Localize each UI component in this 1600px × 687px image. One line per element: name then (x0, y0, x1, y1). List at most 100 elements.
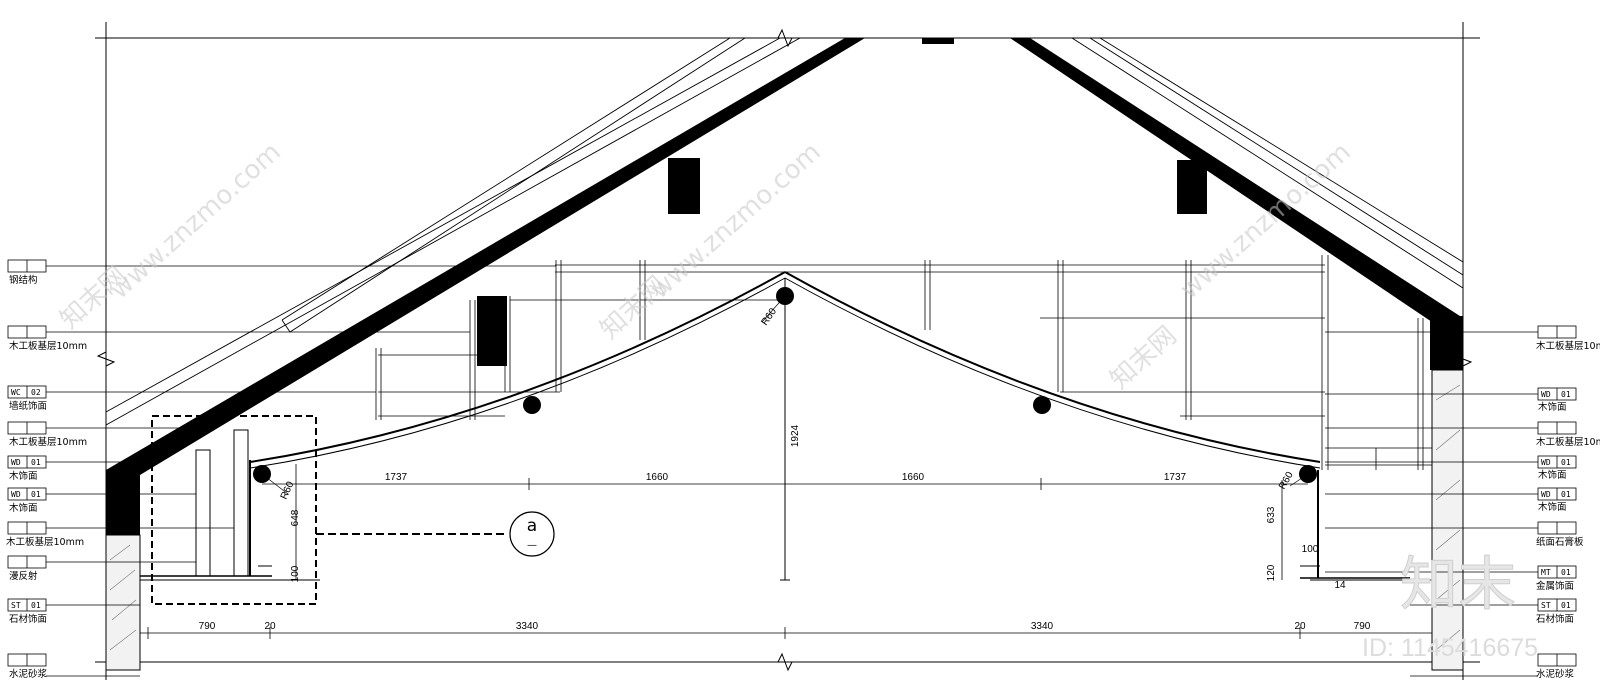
dim-upper-4: 1737 (1164, 472, 1187, 483)
dim-right-detail-2: 120 (1266, 564, 1277, 581)
right-callout-num: 01 (1561, 490, 1571, 499)
right-callout-label: 金属饰面 (1536, 580, 1574, 592)
right-callout-label: 木饰面 (1538, 401, 1567, 413)
right-callout-3: 木工板基层10mm (1536, 421, 1600, 448)
left-callout-code: WD (11, 490, 21, 499)
left-callout-label: 石材饰面 (9, 613, 47, 625)
right-callout-num: 01 (1561, 601, 1571, 610)
brand-logo: 知末 (1400, 550, 1516, 618)
left-callout-1: 钢结构 (7, 259, 47, 286)
right-callout-label: 水泥砂浆 (1536, 668, 1575, 680)
detail-marker-sub: — (527, 540, 537, 551)
dim-height-center: 1924 (790, 424, 801, 447)
steel-frame (375, 255, 1463, 470)
right-callout-label: 石材饰面 (1536, 613, 1574, 625)
dim-upper-2: 1660 (646, 472, 669, 483)
dim-upper-3: 1660 (902, 472, 925, 483)
dim-lower-1: 790 (199, 621, 216, 632)
left-callout-num: 01 (31, 458, 41, 467)
dim-upper-1: 1737 (385, 472, 408, 483)
detail-marker-letter: a (527, 516, 537, 536)
left-callout-label: 漫反射 (9, 570, 38, 582)
image-id: ID: 1145416675 (1362, 634, 1538, 662)
left-callout-label: 木饰面 (9, 470, 38, 482)
brand-area: 知末 ID: 1145416675 (1362, 550, 1538, 663)
right-callout-2: WD 01 木饰面 (1537, 387, 1577, 413)
side-walls (105, 369, 1464, 671)
dim-lower-4: 3340 (1031, 621, 1054, 632)
left-callout-code: ST (11, 601, 21, 610)
fixture-left (523, 396, 541, 414)
right-callout-num: 01 (1561, 568, 1571, 577)
right-callout-code: WD (1541, 458, 1551, 467)
right-callout-4: WD 01 木饰面 (1537, 455, 1577, 481)
right-callout-num: 01 (1561, 458, 1571, 467)
left-callout-label: 木工板基层10mm (9, 340, 87, 352)
left-callout-num: 01 (31, 601, 41, 610)
left-callout-7: 木工板基层10mm (6, 521, 84, 548)
frame (95, 22, 1480, 680)
left-callout-9: ST 01 石材饰面 (7, 598, 47, 625)
dim-lower-3: 3340 (516, 621, 539, 632)
right-callout-code: WD (1541, 490, 1551, 499)
dim-left-detail-2: 100 (290, 565, 301, 582)
right-callout-label: 纸面石膏板 (1536, 536, 1584, 548)
right-callout-1: 木工板基层10mm (1536, 325, 1600, 352)
right-callout-code: WD (1541, 390, 1551, 399)
left-callout-4: 木工板基层10mm (7, 421, 87, 448)
main-rafters (106, 38, 1463, 535)
left-callouts: 钢结构 木工板基层10mm WC 02 墙纸饰面 木工板基层10mm WD 01 木饰面… (6, 259, 87, 680)
left-callout-10: 水泥砂浆 (7, 653, 48, 680)
watermark-site: www.znzmo.com (105, 137, 287, 305)
dim-right-detail-1: 633 (1266, 506, 1277, 523)
watermark-brand: 知末网 (595, 271, 673, 345)
left-callout-label: 木工板基层10mm (9, 436, 87, 448)
left-callout-8: 漫反射 (7, 555, 47, 582)
dimension-lines (140, 478, 1432, 639)
watermark-brand: 知末网 (1105, 321, 1183, 395)
right-callout-code: MT (1541, 568, 1551, 577)
dim-lower-5: 20 (1294, 621, 1306, 632)
left-detail (140, 415, 508, 605)
fixture-right (1033, 396, 1051, 414)
radius-right: R60 (1277, 470, 1296, 492)
right-callout-label: 木工板基层10mm (1536, 436, 1600, 448)
right-callout-num: 01 (1561, 390, 1571, 399)
left-callout-5: WD 01 木饰面 (7, 455, 47, 482)
right-callout-7: MT 01 金属饰面 (1536, 565, 1577, 592)
left-callout-label: 墙纸饰面 (9, 400, 47, 412)
right-callout-code: ST (1541, 601, 1551, 610)
dim-right-detail-3: 100 (1302, 544, 1319, 555)
dim-right-detail-4: 14 (1334, 580, 1346, 591)
left-callout-code: WD (11, 458, 21, 467)
dim-lower-6: 790 (1354, 621, 1371, 632)
right-callout-8: ST 01 石材饰面 (1536, 598, 1577, 625)
right-detail (1281, 470, 1410, 580)
detail-marker[interactable]: a — (509, 511, 555, 557)
ceiling-arch (249, 271, 1321, 581)
right-callout-5: WD 01 木饰面 (1537, 487, 1577, 513)
right-callout-label: 木饰面 (1538, 501, 1567, 513)
left-callout-label: 水泥砂浆 (9, 668, 48, 680)
left-callout-num: 02 (31, 388, 41, 397)
right-callout-label: 木饰面 (1538, 469, 1567, 481)
radius-left: R60 (279, 480, 297, 502)
right-callout-label: 木工板基层10mm (1536, 340, 1600, 352)
right-callout-9: 水泥砂浆 (1536, 653, 1577, 680)
left-callout-code: WC (11, 388, 21, 397)
left-callout-num: 01 (31, 490, 41, 499)
outer-rafters (105, 37, 1464, 426)
leader-lines (46, 265, 1538, 677)
left-callout-label: 木饰面 (9, 502, 38, 514)
left-callout-3: WC 02 墙纸饰面 (7, 385, 47, 412)
dim-left-detail-1: 648 (290, 509, 301, 526)
left-callout-label: 木工板基层10mm (6, 536, 84, 548)
left-callout-6: WD 01 木饰面 (7, 487, 47, 514)
left-callout-label: 钢结构 (9, 274, 38, 286)
radius-center: R60 (759, 306, 779, 328)
right-callout-6: 纸面石膏板 (1536, 521, 1584, 548)
dim-lower-2: 20 (264, 621, 276, 632)
left-callout-2: 木工板基层10mm (7, 325, 87, 352)
right-callouts: 木工板基层10mm WD 01 木饰面 木工板基层10mm WD 01 木饰面 WD 01… (1536, 325, 1600, 680)
